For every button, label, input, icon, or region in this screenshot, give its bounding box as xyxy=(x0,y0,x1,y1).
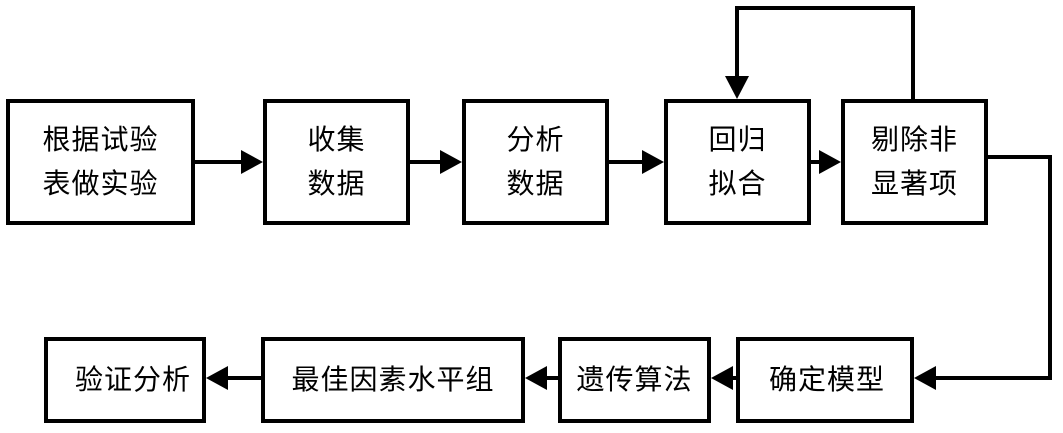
node-collect-data-line-1: 收集 xyxy=(307,123,366,156)
node-optimal-factor-levels-label: 最佳因素水平组 xyxy=(291,363,495,396)
node-remove-nonsignificant: 剔除非 显著项 xyxy=(841,99,988,225)
arrowhead-b2-to-b3 xyxy=(440,150,462,174)
arrowhead-b1-to-b2 xyxy=(241,150,263,174)
node-collect-data-line-2: 数据 xyxy=(307,167,366,200)
node-analyze-data-line-1: 分析 xyxy=(506,123,565,156)
node-determine-model: 确定模型 xyxy=(736,337,914,423)
arrowhead-b8-to-b9 xyxy=(206,366,228,390)
arrowhead-loop-to-b4 xyxy=(725,76,749,99)
arrowhead-b5-to-b6 xyxy=(914,366,936,390)
node-experiment-line-1: 根据试验 xyxy=(42,123,159,156)
node-collect-data: 收集 数据 xyxy=(263,99,410,225)
arrowhead-b4-to-b5 xyxy=(819,150,841,174)
node-remove-nonsignificant-line-1: 剔除非 xyxy=(870,123,958,156)
loop-back-b5-to-b4 xyxy=(735,6,915,99)
node-verification-analysis-label: 验证分析 xyxy=(74,363,191,396)
arrowhead-b3-to-b4 xyxy=(642,150,664,174)
arrowhead-b7-to-b8 xyxy=(525,366,547,390)
node-experiment: 根据试验 表做实验 xyxy=(6,99,195,225)
node-analyze-data-line-2: 数据 xyxy=(506,167,565,200)
arrowhead-b6-to-b7 xyxy=(711,366,733,390)
node-remove-nonsignificant-line-2: 显著项 xyxy=(870,167,958,200)
node-genetic-algorithm: 遗传算法 xyxy=(558,337,711,423)
node-optimal-factor-levels: 最佳因素水平组 xyxy=(261,337,525,423)
node-experiment-line-2: 表做实验 xyxy=(42,167,159,200)
node-genetic-algorithm-label: 遗传算法 xyxy=(576,363,693,396)
node-analyze-data: 分析 数据 xyxy=(462,99,609,225)
arrow-b5-to-b6 xyxy=(932,155,1052,380)
node-regression-fit-line-1: 回归 xyxy=(708,123,767,156)
node-verification-analysis: 验证分析 xyxy=(44,337,206,423)
node-regression-fit-line-2: 拟合 xyxy=(708,167,767,200)
node-regression-fit: 回归 拟合 xyxy=(664,99,811,225)
node-determine-model-label: 确定模型 xyxy=(768,363,885,396)
